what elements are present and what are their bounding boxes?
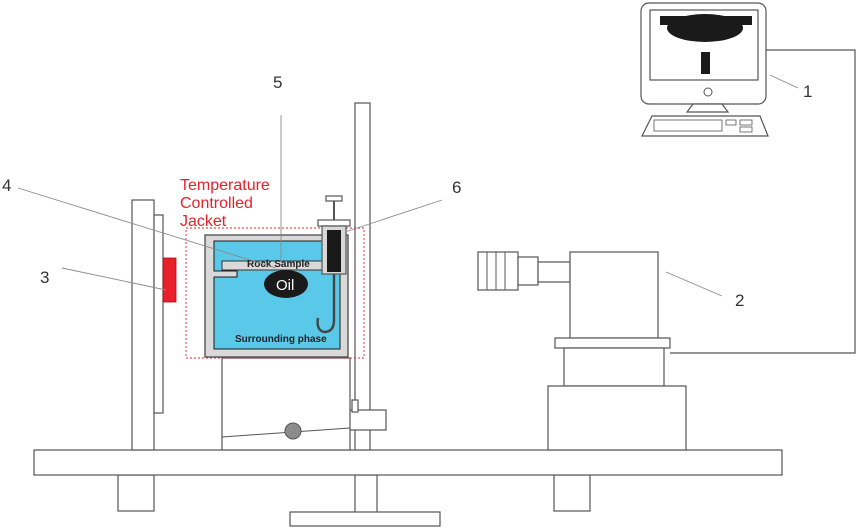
label-4: 4 — [2, 176, 11, 195]
camera-lens-mount — [537, 261, 571, 283]
keyboard-keys-side2 — [739, 119, 753, 126]
leader-2 — [665, 271, 723, 297]
label-6: 6 — [452, 178, 461, 197]
stand-pillar — [354, 102, 371, 451]
light-source-emitter — [162, 257, 177, 303]
surrounding-phase-label: Surrounding phase — [235, 334, 327, 345]
monitor-stand — [685, 103, 730, 113]
base-leg-right — [553, 474, 591, 512]
leader-6 — [344, 199, 443, 233]
light-source-panel — [131, 199, 155, 451]
keyboard-keys-side1 — [725, 119, 737, 126]
leader-1 — [769, 74, 799, 89]
syringe-fluid — [327, 230, 341, 272]
leader-3 — [61, 267, 167, 291]
jacket-label-line1: Temperature — [180, 177, 270, 194]
keyboard-keys-main — [653, 119, 723, 132]
monitor-image-needle — [701, 52, 710, 74]
rock-sample-label: Rock Sample — [247, 259, 310, 270]
label-1: 1 — [803, 82, 812, 101]
leader-4 — [17, 187, 277, 269]
light-source-inner-panel — [153, 214, 164, 414]
syringe-flange — [317, 219, 351, 227]
jacket-label-line2: Controlled — [180, 195, 253, 212]
optical-bench — [33, 449, 783, 476]
base-foot-center — [289, 511, 441, 527]
base-leg-left — [117, 474, 155, 512]
syringe-needle — [316, 274, 336, 334]
temperature-jacket-outline — [185, 227, 365, 359]
base-leg-center — [354, 474, 378, 514]
syringe-plunger-cap — [325, 195, 343, 202]
stand-clamp — [347, 409, 387, 431]
camera-stage-base — [547, 385, 687, 451]
camera-lens-barrel — [517, 256, 539, 286]
label-2: 2 — [735, 291, 744, 310]
camera-lens-front — [477, 251, 519, 291]
data-cable — [670, 49, 856, 354]
oil-droplet — [264, 270, 308, 298]
label-3: 3 — [40, 268, 49, 287]
cell-support-block — [221, 357, 351, 451]
camera-body — [569, 251, 659, 339]
oil-label: Oil — [276, 277, 294, 294]
support-knob — [284, 422, 302, 440]
stand-clamp-knob — [351, 399, 359, 413]
jacket-label-line3: Jacket — [180, 213, 227, 230]
monitor-image-drop — [667, 14, 743, 42]
monitor-power-button — [703, 87, 713, 97]
label-5: 5 — [273, 73, 282, 92]
camera-stage — [563, 347, 665, 387]
camera-mount-plate — [554, 337, 671, 349]
keyboard-keys-side3 — [739, 126, 753, 133]
